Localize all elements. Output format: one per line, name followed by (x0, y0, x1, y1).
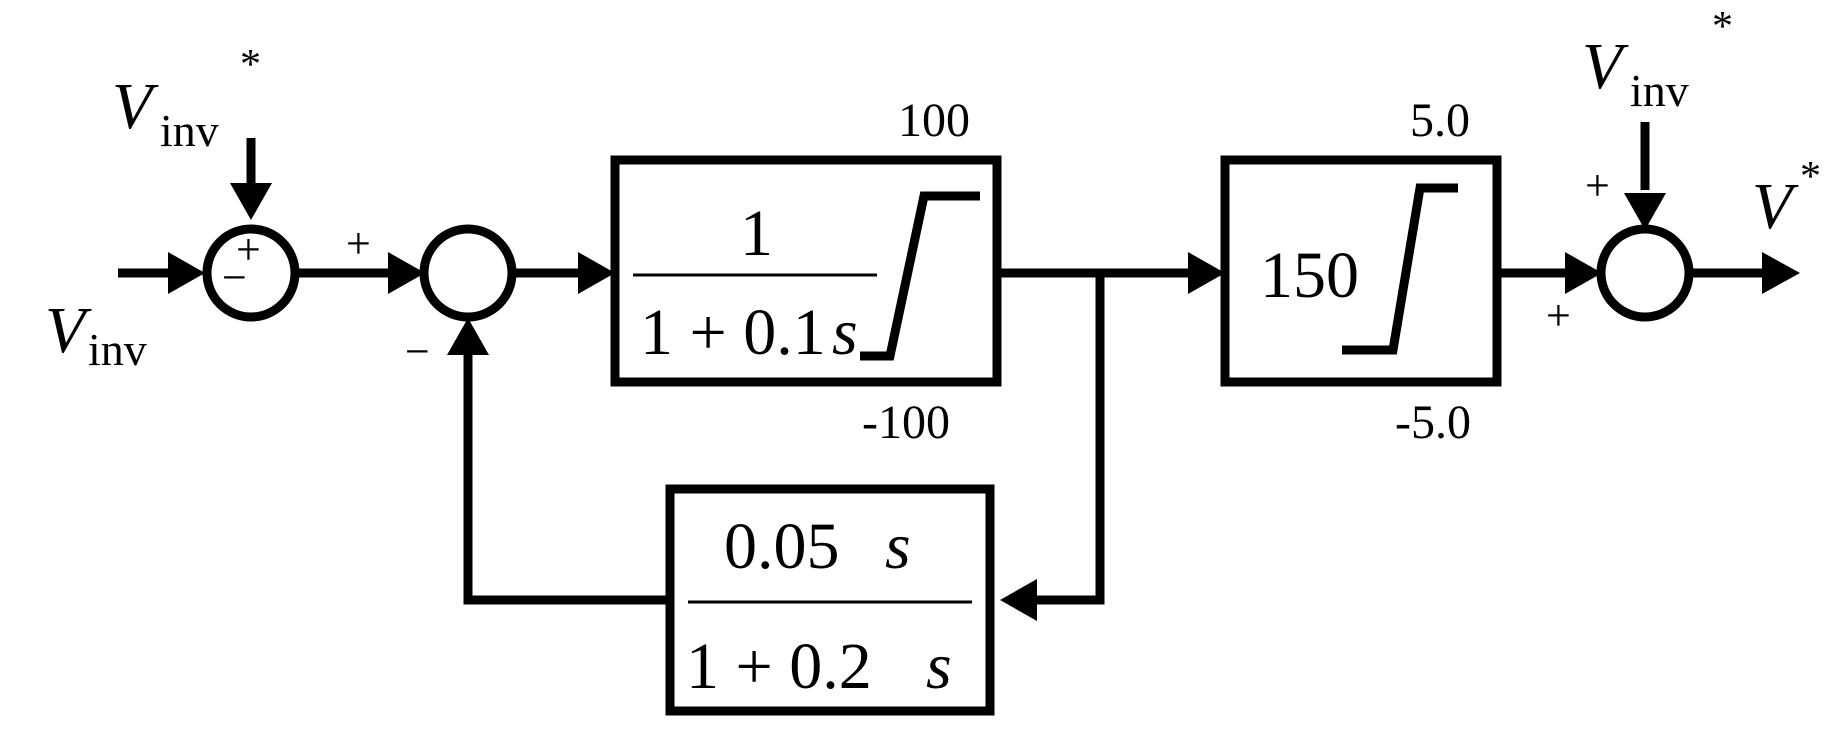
gain-limiter-symbol (1342, 183, 1458, 355)
input-signal-label: V (45, 294, 92, 367)
sum2-bottom-arrowhead (447, 318, 489, 355)
lag-denominator-constant: 1 + 0.1 (640, 296, 826, 369)
reference-signal-subscript-2: inv (1630, 65, 1689, 116)
gain-lower-limit: -5.0 (1395, 396, 1471, 449)
lag-input-arrowhead (578, 252, 615, 294)
sum1-top-sign: + (236, 225, 261, 274)
feedback-numerator-variable: s (885, 510, 911, 583)
feedback-block-arrowhead (1000, 579, 1037, 621)
sum3-left-sign: + (1546, 291, 1571, 340)
reference-signal-label-2: V (1582, 30, 1629, 103)
reference-arrowhead-2 (1624, 193, 1666, 230)
sum2-left-sign: + (346, 219, 371, 268)
feedback-numerator-constant: 0.05 (724, 510, 840, 583)
feedback-denominator-constant: 1 + 0.2 (686, 630, 872, 703)
input-arrowhead (168, 252, 205, 294)
output-signal-label: V (1752, 170, 1799, 243)
lag-numerator: 1 (740, 197, 773, 270)
sum1-bottom-sign: − (222, 253, 247, 302)
gain-input-arrowhead (1188, 252, 1225, 294)
feedback-denominator-variable: s (926, 630, 952, 703)
reference-signal-superscript-2: * (1712, 4, 1733, 50)
lag-limiter-symbol (860, 191, 980, 361)
reference-signal-label-1: V (112, 70, 159, 143)
output-arrowhead (1762, 252, 1800, 294)
gain-upper-limit: 5.0 (1410, 94, 1470, 147)
input-signal-subscript: inv (88, 324, 147, 375)
sum2-bottom-sign: − (405, 327, 430, 376)
sum2-left-arrowhead (388, 252, 425, 294)
lag-lower-limit: -100 (862, 396, 950, 449)
summing-junction-3 (1596, 224, 1694, 322)
feedback-takeoff-line (1030, 273, 1105, 605)
feedback-return-line (463, 350, 670, 605)
output-signal-superscript: * (1800, 154, 1821, 200)
lag-upper-limit: 100 (898, 94, 970, 147)
reference-signal-superscript-1: * (240, 42, 261, 88)
reference-arrowhead-1 (230, 183, 272, 220)
sum3-left-arrowhead (1565, 252, 1602, 294)
gain-value: 150 (1260, 239, 1359, 312)
reference-signal-subscript-1: inv (160, 105, 219, 156)
sum3-top-sign: + (1585, 161, 1610, 210)
summing-junction-2 (419, 224, 517, 322)
lag-denominator-variable: s (832, 296, 858, 369)
